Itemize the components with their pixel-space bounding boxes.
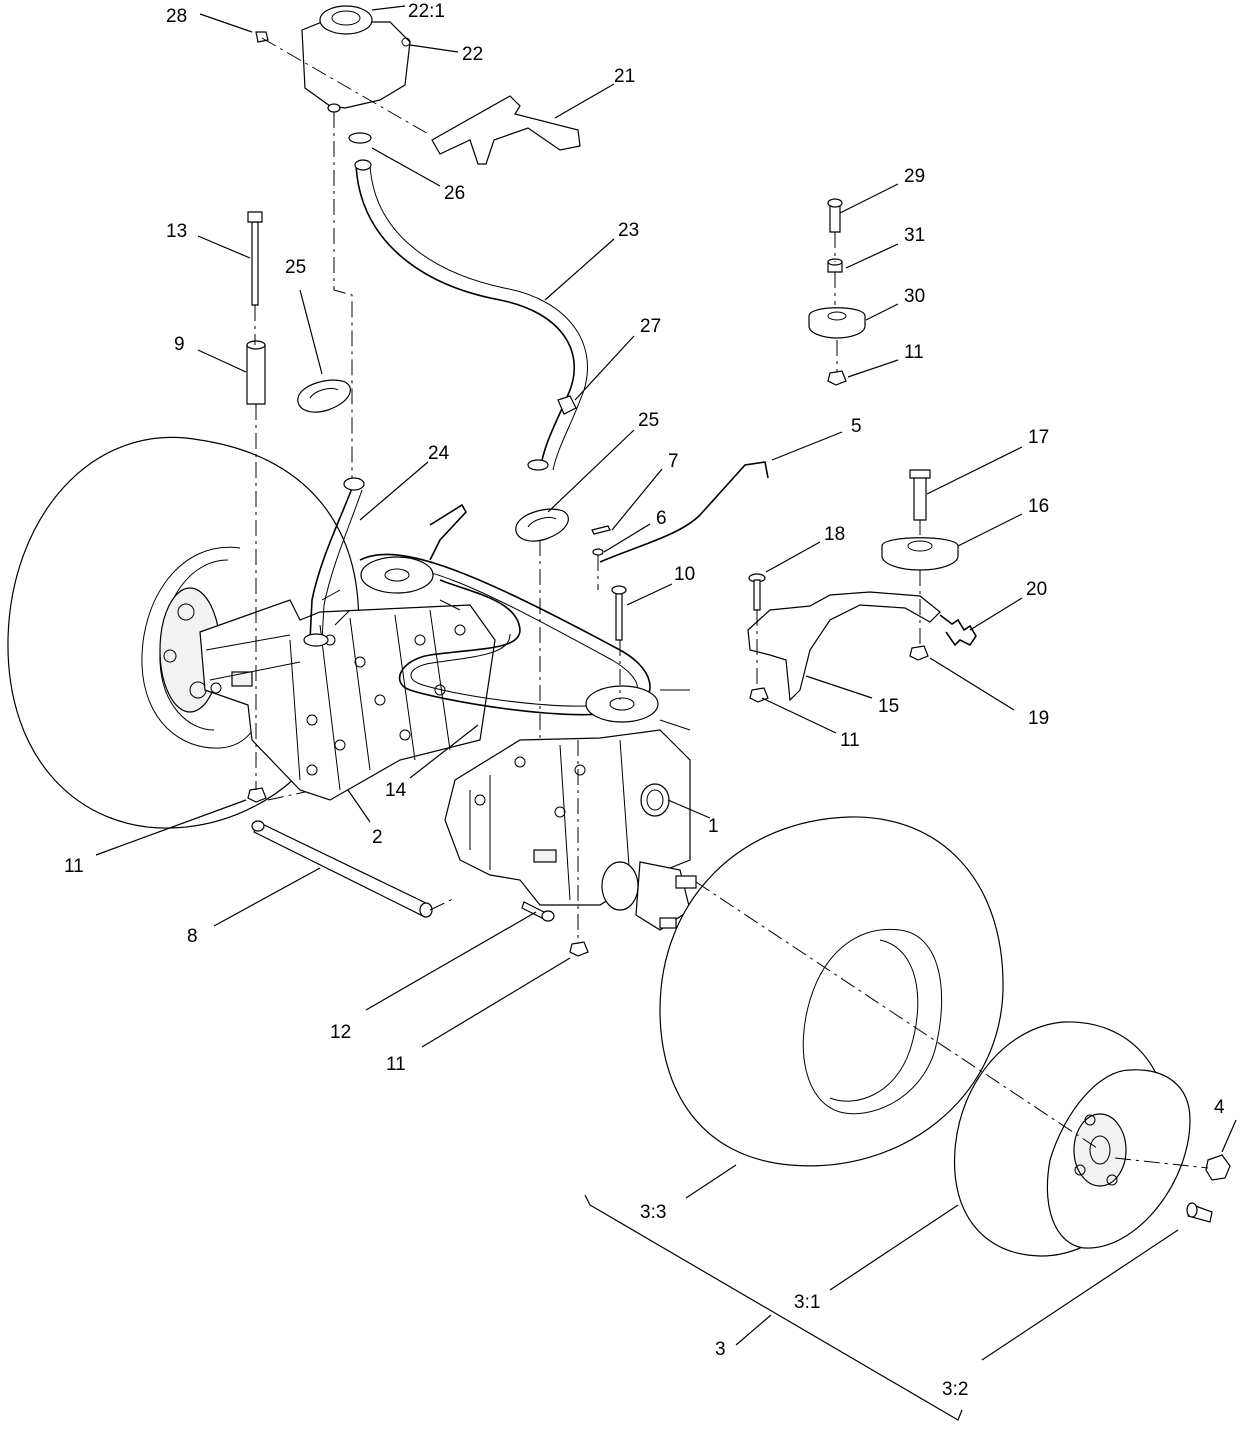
callout-24: 24 (428, 443, 450, 464)
callout-15: 15 (878, 696, 899, 717)
right-transmission (444, 729, 697, 931)
pivot-bar (253, 821, 431, 918)
callout-3-3: 3:3 (640, 1202, 666, 1223)
callout-8: 8 (187, 926, 198, 947)
hydraulic-hose (355, 164, 575, 471)
leader-lines (95, 5, 1237, 1421)
nut-11-left (247, 787, 267, 803)
callout-29: 29 (904, 166, 925, 187)
callout-6: 6 (656, 508, 667, 529)
bracket (431, 95, 581, 165)
callout-2: 2 (372, 827, 383, 848)
callout-labels: 1 2 3 3:1 3:2 3:3 4 5 6 7 8 9 10 11 11 1… (64, 1, 1225, 1400)
callout-25-left: 25 (285, 257, 306, 278)
callout-10: 10 (674, 564, 695, 585)
right-tire (659, 816, 1004, 1167)
callout-28: 28 (166, 6, 187, 27)
callout-31: 31 (904, 225, 925, 246)
oil-reservoir (301, 5, 411, 113)
callout-19: 19 (1028, 708, 1049, 729)
callout-11-top: 11 (904, 342, 924, 363)
cotter-pin (591, 525, 611, 535)
idler-arm (747, 591, 941, 702)
left-transmission (199, 599, 496, 801)
callout-25-right: 25 (638, 410, 659, 431)
callout-21: 21 (614, 66, 635, 87)
grommet-right (515, 508, 569, 542)
callout-12: 12 (330, 1022, 351, 1043)
callout-3: 3 (715, 1339, 726, 1360)
callout-14: 14 (385, 780, 407, 801)
control-rod (599, 461, 769, 563)
callout-11-idler: 11 (840, 730, 860, 751)
callout-17: 17 (1028, 427, 1049, 448)
callout-23: 23 (618, 220, 639, 241)
callout-9: 9 (174, 334, 185, 355)
bolt-13 (251, 221, 259, 306)
callout-16: 16 (1028, 496, 1049, 517)
callout-1: 1 (708, 816, 719, 837)
callout-13: 13 (166, 221, 187, 242)
callout-30: 30 (904, 286, 925, 307)
callout-27: 27 (640, 316, 661, 337)
lug-nut (1205, 1154, 1231, 1181)
callout-22-1: 22:1 (408, 1, 445, 22)
nut-11-top (827, 370, 847, 386)
callout-4: 4 (1214, 1097, 1225, 1118)
pin-10 (615, 591, 623, 641)
callout-20: 20 (1026, 579, 1047, 600)
nut-11-bottom (569, 941, 589, 957)
bolt-29 (829, 204, 841, 233)
callout-7: 7 (668, 451, 679, 472)
callout-11-left: 11 (64, 856, 84, 877)
callout-22: 22 (462, 44, 483, 65)
washer (592, 548, 604, 556)
callout-3-1: 3:1 (794, 1292, 820, 1313)
drive-belt (321, 553, 691, 731)
assembly-lines (254, 37, 1209, 1169)
callout-18: 18 (824, 524, 845, 545)
callout-5: 5 (851, 416, 862, 437)
grommet-left (297, 379, 351, 413)
breather-hose (309, 487, 353, 641)
hose-clamp (348, 132, 372, 144)
bolt-17 (913, 475, 927, 521)
callout-26: 26 (444, 183, 465, 204)
clamp-27 (557, 395, 577, 415)
right-rim (953, 1021, 1191, 1257)
spring (939, 614, 977, 647)
nut-19 (909, 645, 929, 661)
callout-11-bottom: 11 (386, 1054, 406, 1075)
callout-3-2: 3:2 (942, 1379, 968, 1400)
spacer-9 (246, 344, 266, 405)
